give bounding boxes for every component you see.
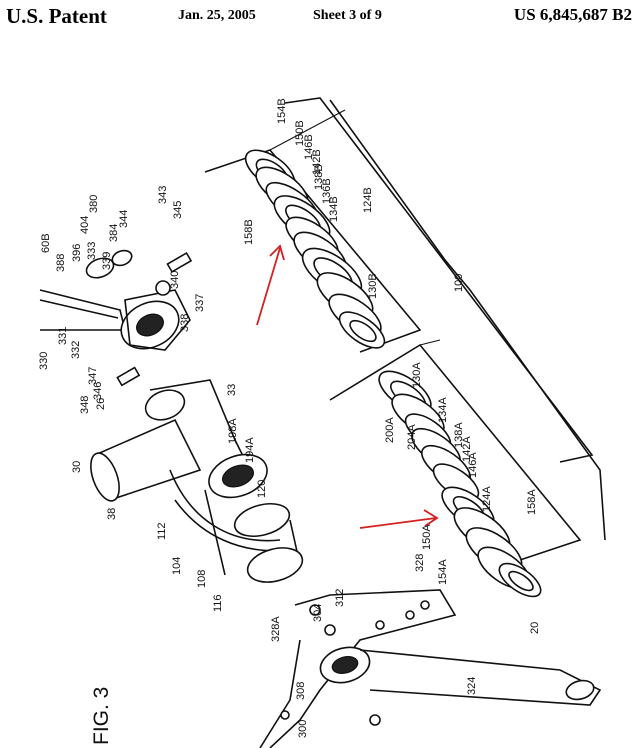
fork-crown — [259, 589, 602, 748]
ref-label-26: 26 — [95, 398, 107, 410]
ref-label-348: 348 — [79, 396, 91, 414]
ref-label-344: 344 — [118, 210, 130, 228]
ref-label-347: 347 — [87, 367, 99, 385]
ref-label-108: 108 — [196, 570, 208, 588]
ref-label-200a: 200A — [384, 417, 396, 443]
ref-label-60b: 60B — [40, 233, 52, 253]
ref-label-338: 338 — [179, 314, 191, 332]
ref-label-158b: 158B — [243, 219, 255, 245]
bracket-lines — [204, 97, 606, 561]
ref-label-158a: 158A — [526, 489, 538, 515]
ref-label-112: 112 — [156, 522, 168, 540]
patent-header-title: U.S. Patent — [6, 4, 107, 28]
ref-label-404: 404 — [79, 216, 91, 234]
annotation-arrows — [256, 244, 439, 529]
ref-label-142b: 142B — [311, 149, 323, 175]
ref-label-30: 30 — [71, 461, 83, 473]
red-arrow-lower — [359, 517, 437, 529]
frame-head-tube — [90, 379, 304, 583]
ref-label-345: 345 — [172, 201, 184, 219]
ref-label-204a: 204A — [406, 424, 418, 450]
ref-label-124b: 124B — [362, 187, 374, 213]
patent-date: Jan. 25, 2005 — [178, 8, 256, 23]
ref-label-104: 104 — [171, 557, 183, 575]
ref-label-324: 324 — [466, 677, 478, 695]
ref-label-343: 343 — [157, 186, 169, 204]
figure-label: FIG. 3 — [90, 687, 113, 745]
ref-label-346: 346 — [92, 382, 104, 400]
ref-label-198a: 198A — [227, 418, 239, 444]
ref-label-340: 340 — [169, 271, 181, 289]
ref-label-136b: 136B — [321, 178, 333, 204]
ref-label-138a: 138A — [453, 422, 465, 448]
ref-label-308: 308 — [295, 682, 307, 700]
ref-label-150a: 150A — [421, 524, 433, 550]
lower-headset-stack — [378, 370, 542, 598]
ref-label-116: 116 — [212, 594, 224, 612]
ref-label-134a: 134A — [437, 397, 449, 423]
patent-number: US 6,845,687 B2 — [513, 5, 632, 24]
ref-label-388: 388 — [55, 254, 67, 272]
ref-label-138b: 138B — [313, 164, 325, 190]
ref-label-396: 396 — [71, 244, 83, 262]
ref-label-333: 333 — [86, 242, 98, 260]
ref-label-134b: 134B — [328, 196, 340, 222]
ref-label-38: 38 — [106, 508, 118, 520]
ref-label-380: 380 — [88, 195, 100, 213]
ref-label-130b: 130B — [367, 273, 379, 299]
ref-label-332: 332 — [70, 341, 82, 359]
ref-label-300: 300 — [297, 720, 309, 738]
ref-label-120: 120 — [256, 480, 268, 498]
ref-label-130a: 130A — [411, 362, 423, 388]
ref-label-154b: 154B — [276, 98, 288, 124]
red-arrow-upper — [256, 247, 281, 326]
ref-label-154a: 154A — [437, 559, 449, 585]
ref-label-337: 337 — [194, 294, 206, 312]
ref-label-100: 100 — [453, 274, 465, 292]
sheet-number: Sheet 3 of 9 — [313, 8, 382, 23]
ref-label-146b: 146B — [303, 134, 315, 160]
ref-label-20: 20 — [529, 622, 541, 634]
stem-assembly — [39, 249, 193, 387]
ref-label-124a: 124A — [481, 486, 493, 512]
ref-label-330: 330 — [38, 352, 50, 370]
ref-label-33: 33 — [226, 384, 238, 396]
ref-label-339: 339 — [101, 252, 113, 270]
ref-label-328a: 328A — [270, 616, 282, 642]
ref-label-331: 331 — [57, 327, 69, 345]
ref-label-328: 328 — [414, 554, 426, 572]
upper-headset-stack — [244, 149, 386, 349]
ref-label-150b: 150B — [294, 120, 306, 146]
ref-label-146a: 146A — [467, 452, 479, 478]
ref-label-304: 304 — [312, 604, 324, 622]
ref-label-312: 312 — [334, 589, 346, 607]
ref-label-142a: 142A — [461, 436, 473, 462]
ref-label-384: 384 — [108, 224, 120, 242]
ref-label-194a: 194A — [244, 437, 256, 463]
